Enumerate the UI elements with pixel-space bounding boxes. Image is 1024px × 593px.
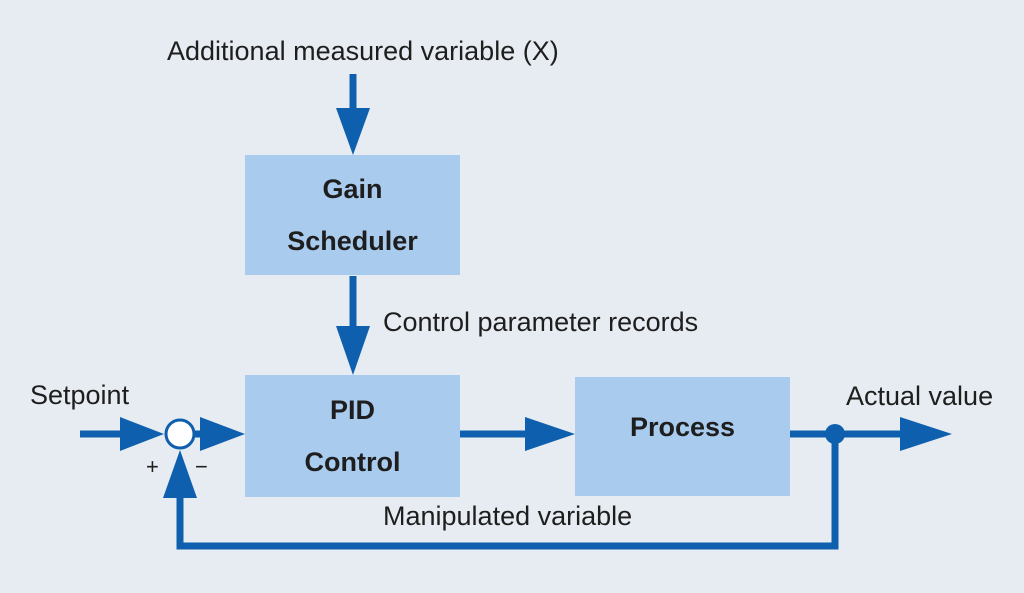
pid-control-line1: PID bbox=[329, 395, 375, 425]
additional-variable-arrowhead bbox=[336, 108, 370, 155]
manipulated-variable-label: Manipulated variable bbox=[383, 501, 633, 531]
setpoint-label: Setpoint bbox=[30, 380, 130, 410]
manipulated-variable-arrowhead bbox=[525, 417, 575, 451]
gain-scheduler-line1: Gain bbox=[322, 174, 383, 204]
additional-variable-label: Additional measured variable (X) bbox=[167, 36, 559, 66]
pid-control-block: PID Control bbox=[245, 375, 460, 497]
minus-sign: − bbox=[195, 454, 208, 479]
parameter-records-arrowhead bbox=[336, 326, 370, 375]
control-parameter-records-label: Control parameter records bbox=[383, 307, 699, 337]
process-block: Process bbox=[575, 377, 790, 496]
error-signal-arrowhead bbox=[200, 417, 245, 451]
actual-value-label: Actual value bbox=[846, 381, 994, 411]
process-label: Process bbox=[629, 412, 736, 442]
summing-junction bbox=[164, 418, 196, 450]
gain-scheduler-block: Gain Scheduler bbox=[245, 155, 460, 275]
plus-sign: + bbox=[146, 454, 159, 479]
pid-control-line2: Control bbox=[304, 447, 401, 477]
gain-scheduler-line2: Scheduler bbox=[287, 226, 418, 256]
actual-value-arrowhead bbox=[900, 417, 952, 451]
feedback-arrowhead bbox=[163, 450, 197, 498]
setpoint-arrowhead bbox=[120, 417, 164, 451]
feedback-line bbox=[176, 434, 839, 550]
